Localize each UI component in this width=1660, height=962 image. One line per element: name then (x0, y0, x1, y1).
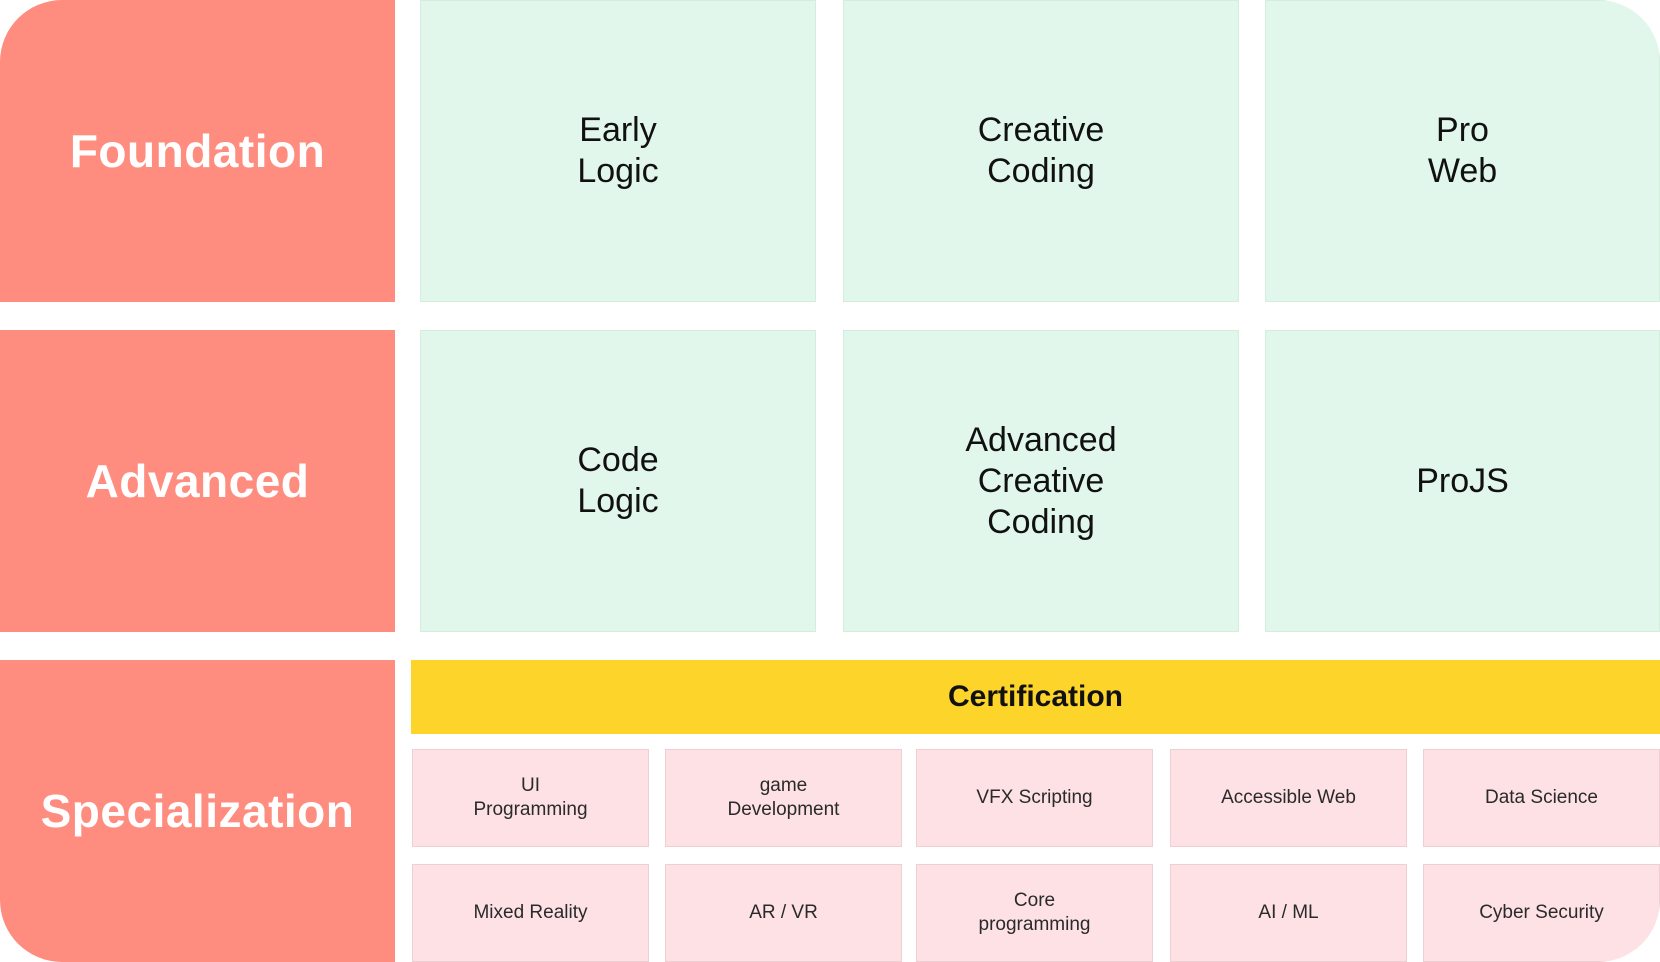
specialization-label: AI / ML (1258, 902, 1319, 923)
specialization-cyber-security: Cyber Security (1423, 864, 1660, 962)
course-label: Advanced Creative Coding (965, 420, 1117, 541)
course-code-logic: Code Logic (420, 330, 816, 632)
course-advanced-creative-coding: Advanced Creative Coding (843, 330, 1239, 632)
course-label: Code Logic (577, 441, 659, 520)
course-label: ProJS (1416, 461, 1509, 500)
level-foundation: Foundation (0, 0, 395, 302)
specialization-label: AR / VR (749, 902, 818, 923)
course-label: Pro Web (1427, 111, 1498, 190)
specialization-core-programming: Core programming (916, 864, 1153, 962)
specialization-label: Mixed Reality (473, 902, 588, 923)
specialization-accessible-web: Accessible Web (1170, 749, 1407, 847)
level-specialization: Specialization (0, 660, 395, 962)
level-advanced: Advanced (0, 330, 395, 632)
level-specialization-label: Specialization (40, 785, 355, 837)
specialization-label: Data Science (1484, 787, 1598, 808)
specialization-label: VFX Scripting (976, 787, 1093, 808)
course-label: Creative Coding (977, 111, 1105, 190)
course-projs: ProJS (1265, 330, 1660, 632)
specialization-label: game Development (727, 775, 840, 820)
course-label: Early Logic (577, 111, 659, 190)
course-pro-web: Pro Web (1265, 0, 1660, 302)
level-advanced-label: Advanced (85, 455, 310, 507)
specialization-ar-vr: AR / VR (665, 864, 902, 962)
course-creative-coding: Creative Coding (843, 0, 1239, 302)
course-early-logic: Early Logic (420, 0, 816, 302)
specialization-label: Accessible Web (1221, 787, 1356, 808)
specialization-label: Cyber Security (1479, 902, 1604, 923)
certification-bar: Certification (411, 660, 1660, 734)
specialization-ai-ml: AI / ML (1170, 864, 1407, 962)
specialization-label: Core programming (978, 890, 1091, 935)
specialization-game-development: game Development (665, 749, 902, 847)
specialization-vfx-scripting: VFX Scripting (916, 749, 1153, 847)
specialization-ui-programming: UI Programming (412, 749, 649, 847)
specialization-data-science: Data Science (1423, 749, 1660, 847)
certification-label: Certification (947, 680, 1124, 713)
level-foundation-label: Foundation (69, 125, 326, 177)
specialization-label: UI Programming (473, 775, 588, 820)
specialization-mixed-reality: Mixed Reality (412, 864, 649, 962)
